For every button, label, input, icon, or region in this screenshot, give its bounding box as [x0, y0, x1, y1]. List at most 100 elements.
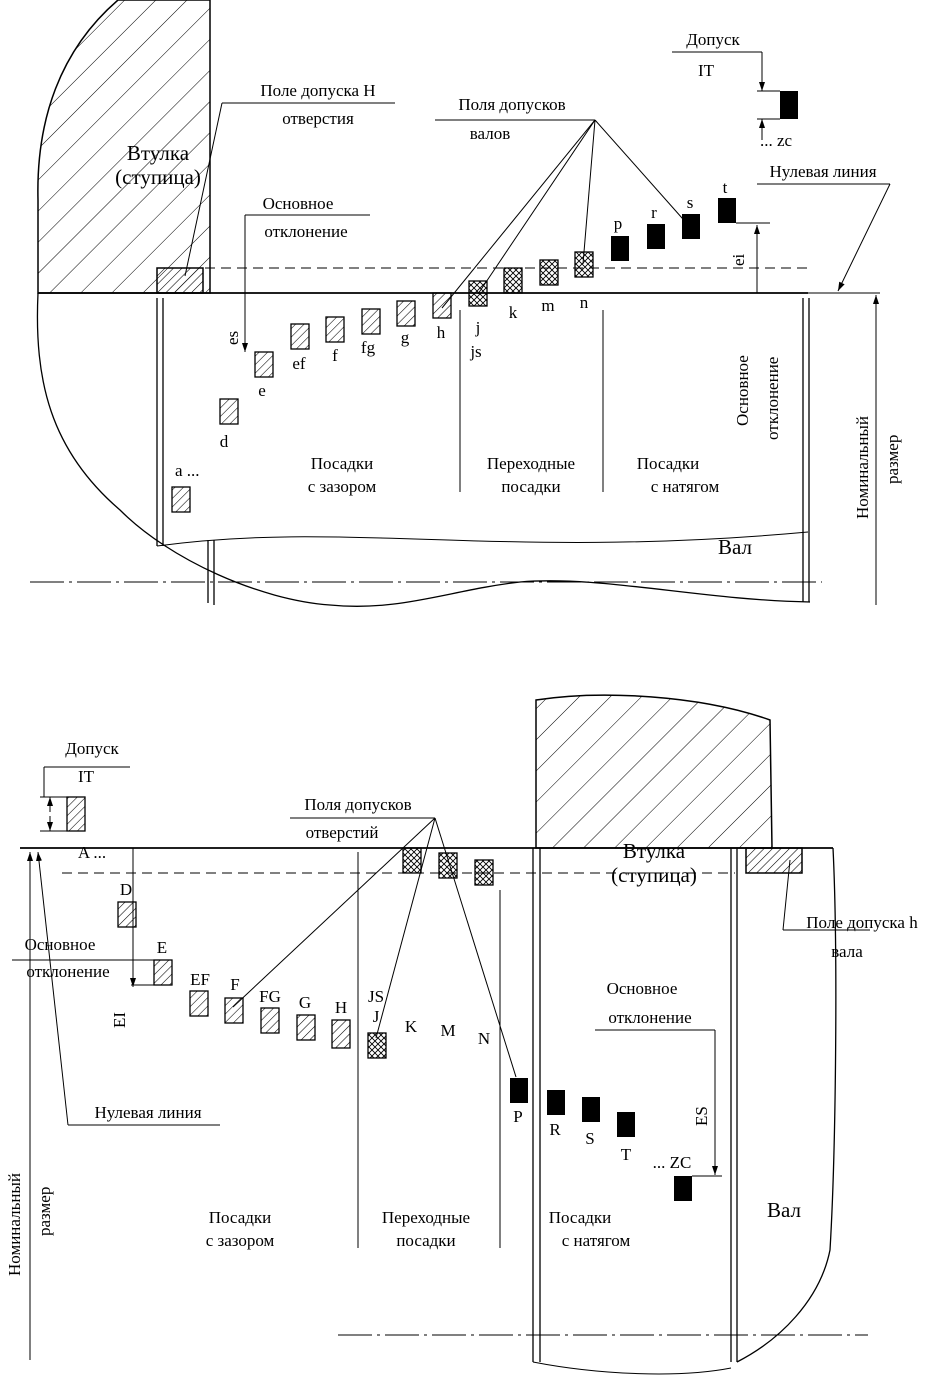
bushing-label-bottom-1: Втулка: [623, 839, 686, 863]
shaft-field-label-bottom-2: вала: [831, 942, 863, 961]
hole-field-M: [438, 852, 458, 879]
fits-interference-bottom-1: Посадки: [549, 1208, 612, 1227]
label-JS: JS: [368, 987, 384, 1006]
hole-field-K: [402, 847, 422, 874]
shaft-field-ef: [290, 323, 310, 350]
hole-field-T: [617, 1112, 635, 1137]
label-j: j: [475, 318, 481, 337]
shaft-basis-diagram: Втулка (ступица) Поле допуска H отверсти…: [30, 0, 902, 607]
nominal-size-label-bottom-2: размер: [35, 1187, 54, 1236]
fits-interference-1: Посадки: [637, 454, 700, 473]
bushing-hatched-area-bottom: [535, 694, 773, 849]
tolerance-label-2: IT: [698, 61, 715, 80]
hole-field-ZC: [674, 1176, 692, 1201]
shaft-field-r: [647, 224, 665, 249]
label-G: G: [299, 993, 311, 1012]
label-fg: fg: [361, 338, 376, 357]
es-label: es: [223, 331, 242, 345]
ei-label: ei: [729, 253, 748, 266]
hole-fields-label-1: Поля допусков: [304, 795, 411, 814]
hole-field-EF: [189, 990, 209, 1017]
label-FG: FG: [259, 987, 281, 1006]
shaft-field-h-bottom: [745, 847, 803, 874]
hole-field-N: [474, 859, 494, 886]
hole-field-G: [296, 1014, 316, 1041]
fits-interference-2: с натягом: [651, 477, 720, 496]
hole-field-J: [367, 1032, 387, 1059]
main-deviation-bottom-right-1: Основное: [607, 979, 678, 998]
hole-field-E: [153, 959, 173, 986]
zero-line-label-bottom: Нулевая линия: [94, 1103, 201, 1122]
label-J: J: [373, 1007, 380, 1026]
shaft-field-h: [432, 292, 452, 319]
label-d: d: [220, 432, 229, 451]
shaft-fields-label-1: Поля допусков: [458, 95, 565, 114]
tolerance-legend-box: [780, 91, 798, 119]
label-a: a ...: [175, 461, 200, 480]
main-deviation-left-2: отклонение: [264, 222, 347, 241]
nominal-size-label-1: Номинальный: [853, 416, 872, 519]
shaft-field-e: [254, 351, 274, 378]
label-M: M: [440, 1021, 455, 1040]
label-D: D: [120, 880, 132, 899]
label-S: S: [585, 1129, 594, 1148]
zero-line-label: Нулевая линия: [769, 162, 876, 181]
hole-basis-diagram: Допуск IT A ... Поля допусков отверстий …: [5, 694, 918, 1375]
tolerance-label-1: Допуск: [686, 30, 740, 49]
label-R: R: [549, 1120, 561, 1139]
fits-transition-1: Переходные: [487, 454, 575, 473]
label-K: K: [405, 1017, 418, 1036]
label-A: A ...: [78, 843, 106, 862]
hole-field-FG: [260, 1007, 280, 1034]
label-f: f: [332, 346, 338, 365]
main-deviation-right-1: Основное: [733, 355, 752, 426]
label-F: F: [230, 975, 239, 994]
fits-transition-bottom-2: посадки: [396, 1231, 455, 1250]
bushing-label-1: Втулка: [127, 141, 190, 165]
label-ZC: ... ZC: [653, 1153, 692, 1172]
fits-clearance-2: с зазором: [308, 477, 377, 496]
hole-field-D: [117, 901, 137, 928]
bushing-label-bottom-2: (ступица): [611, 863, 697, 887]
EI-label: EI: [110, 1012, 129, 1028]
shaft-fields-label-2: валов: [470, 124, 511, 143]
shaft-field-d: [219, 398, 239, 425]
tolerance-label-bottom-2: IT: [78, 767, 95, 786]
fits-transition-2: посадки: [501, 477, 560, 496]
ES-label: ES: [692, 1106, 711, 1126]
shaft-field-m: [539, 259, 559, 286]
label-T: T: [621, 1145, 632, 1164]
bushing-label-2: (ступица): [115, 165, 201, 189]
label-k: k: [509, 303, 518, 322]
label-EF: EF: [190, 970, 210, 989]
fits-clearance-bottom-1: Посадки: [209, 1208, 272, 1227]
label-E: E: [157, 938, 167, 957]
label-ef: ef: [292, 354, 306, 373]
fits-clearance-1: Посадки: [311, 454, 374, 473]
shaft-field-g: [396, 300, 416, 327]
hole-field-label-2: отверстия: [282, 109, 354, 128]
hole-field-P: [510, 1078, 528, 1103]
shaft-label-bottom: Вал: [767, 1198, 801, 1222]
shaft-field-s: [682, 214, 700, 239]
label-js: js: [469, 342, 481, 361]
hole-field-F: [224, 997, 244, 1024]
shaft-field-f: [325, 316, 345, 343]
label-n: n: [580, 293, 589, 312]
main-deviation-bottom-left-2: отклонение: [26, 962, 109, 981]
shaft-field-k: [503, 267, 523, 294]
main-deviation-left-1: Основное: [263, 194, 334, 213]
nominal-size-label-bottom-1: Номинальный: [5, 1173, 24, 1276]
label-e: e: [258, 381, 266, 400]
fits-clearance-bottom-2: с зазором: [206, 1231, 275, 1250]
label-r: r: [651, 203, 657, 222]
label-s: s: [687, 193, 694, 212]
fits-interference-bottom-2: с натягом: [562, 1231, 631, 1250]
hole-field-label-1: Поле допуска H: [260, 81, 375, 100]
zc-label: ... zc: [760, 131, 793, 150]
label-t: t: [723, 178, 728, 197]
bushing-hatched-area: [37, 0, 211, 294]
main-deviation-right-2: отклонение: [763, 357, 782, 440]
fits-transition-bottom-1: Переходные: [382, 1208, 470, 1227]
